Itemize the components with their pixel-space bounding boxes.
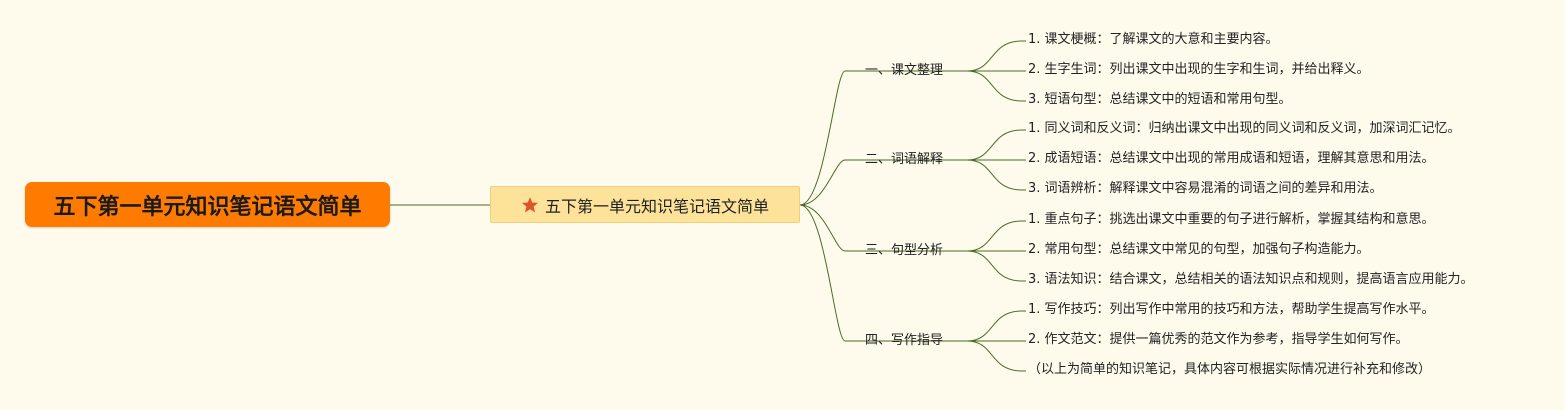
branch-topic-2[interactable]: 二、词语解释 (865, 152, 944, 167)
central-topic[interactable]: 五下第一单元知识笔记语文简单 (490, 186, 800, 223)
branch-connector-2 (799, 159, 859, 206)
branch-topic-1[interactable]: 一、课文整理 (865, 63, 944, 78)
leaf-connector-1-1 (966, 40, 1026, 72)
branch-connector-4 (799, 204, 859, 342)
leaf-connector-3-1 (966, 220, 1026, 252)
star-icon (521, 196, 539, 212)
leaf-connector-3-3 (966, 250, 1026, 282)
leaf-connector-2-1 (966, 129, 1026, 161)
leaf-topic-3-1[interactable]: 1. 重点句子：挑选出课文中重要的句子进行解析，掌握其结构和意思。 (1028, 212, 1435, 227)
leaf-topic-2-3[interactable]: 3. 词语辨析：解释课文中容易混淆的词语之间的差异和用法。 (1028, 181, 1383, 196)
leaf-topic-1-1[interactable]: 1. 课文梗概：了解课文的大意和主要内容。 (1028, 32, 1279, 47)
leaf-connector-4-1 (966, 310, 1026, 342)
leaf-connector-1-3 (966, 70, 1026, 102)
leaf-topic-1-2[interactable]: 2. 生字生词：列出课文中出现的生字和生词，并给出释义。 (1028, 62, 1370, 77)
leaf-topic-2-1[interactable]: 1. 同义词和反义词：归纳出课文中出现的同义词和反义词，加深词汇记忆。 (1028, 121, 1461, 136)
root-topic[interactable]: 五下第一单元知识笔记语文简单 (25, 182, 390, 227)
leaf-connector-2-3 (966, 159, 1026, 191)
leaf-topic-4-2[interactable]: 2. 作文范文：提供一篇优秀的范文作为参考，指导学生如何写作。 (1028, 332, 1409, 347)
root-topic-label: 五下第一单元知识笔记语文简单 (53, 194, 362, 220)
leaf-topic-1-3[interactable]: 3. 短语句型：总结课文中的短语和常用句型。 (1028, 92, 1292, 107)
branch-connector-1 (799, 70, 859, 206)
leaf-topic-4-3[interactable]: （以上为简单的知识笔记，具体内容可根据实际情况进行补充和修改） (1028, 362, 1432, 377)
central-topic-label: 五下第一单元知识笔记语文简单 (544, 196, 769, 216)
leaf-topic-4-1[interactable]: 1. 写作技巧：列出写作中常用的技巧和方法，帮助学生提高写作水平。 (1028, 302, 1435, 317)
branch-connector-3 (799, 204, 859, 252)
leaf-topic-3-3[interactable]: 3. 语法知识：结合课文，总结相关的语法知识点和规则，提高语言应用能力。 (1028, 272, 1474, 287)
leaf-topic-2-2[interactable]: 2. 成语短语：总结课文中出现的常用成语和短语，理解其意思和用法。 (1028, 151, 1435, 166)
branch-topic-3[interactable]: 三、句型分析 (865, 243, 944, 258)
leaf-topic-3-2[interactable]: 2. 常用句型：总结课文中常见的句型，加强句子构造能力。 (1028, 242, 1370, 257)
branch-topic-4[interactable]: 四、写作指导 (865, 333, 944, 348)
leaf-connector-4-3 (966, 340, 1026, 372)
